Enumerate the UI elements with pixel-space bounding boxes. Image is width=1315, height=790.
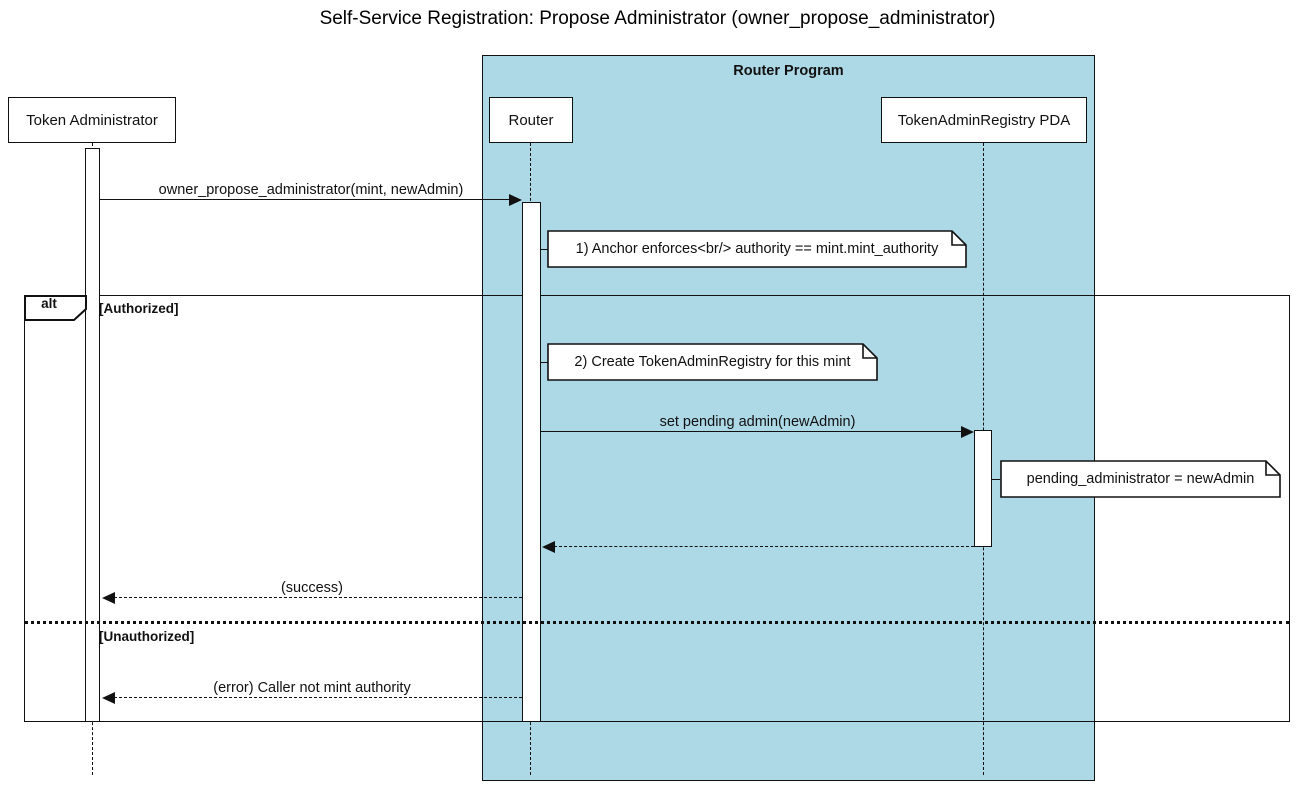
guard-authorized: [Authorized]: [99, 301, 179, 316]
guard-unauthorized: [Unauthorized]: [99, 629, 195, 644]
participant-router-label: Router: [508, 111, 554, 129]
participant-token-administrator-label: Token Administrator: [26, 111, 158, 129]
note-create-registry: 2) Create TokenAdminRegistry for this mi…: [547, 343, 878, 381]
arrowhead-left-icon: [102, 592, 115, 604]
activation-tokenadminregistry-pda: [974, 430, 992, 547]
router-program-frame-label: Router Program: [733, 63, 844, 79]
return-error-label: (error) Caller not mint authority: [213, 680, 411, 696]
alt-divider: [24, 621, 1290, 624]
return-error-line: [114, 697, 522, 698]
arrowhead-right-icon: [509, 194, 522, 206]
arrowhead-right-icon: [961, 426, 974, 438]
alt-operator-label: alt: [41, 296, 57, 311]
participant-tokenadminregistry-pda: TokenAdminRegistry PDA: [881, 97, 1087, 143]
note3-connector: [991, 479, 1000, 480]
participant-token-administrator: Token Administrator: [8, 97, 176, 143]
activation-router: [522, 202, 541, 722]
return-success-line: [114, 597, 522, 598]
note-shape: [547, 230, 967, 268]
message-owner-propose-administrator-label: owner_propose_administrator(mint, newAdm…: [158, 182, 464, 198]
diagram-title: Self-Service Registration: Propose Admin…: [319, 8, 996, 29]
return-success-label: (success): [280, 580, 344, 596]
note-pending-administrator-text: pending_administrator = newAdmin: [1026, 471, 1255, 487]
arrowhead-left-icon: [542, 541, 555, 553]
return-unlabeled-line: [554, 546, 974, 547]
alt-frame: [24, 295, 1290, 722]
note2-connector: [540, 362, 548, 363]
participant-router: Router: [489, 97, 573, 143]
note-shape: [1000, 460, 1281, 498]
note-pending-administrator: pending_administrator = newAdmin: [1000, 460, 1281, 498]
router-program-frame: [482, 55, 1095, 781]
note-anchor-enforces-text: 1) Anchor enforces<br/> authority == min…: [575, 241, 939, 257]
note-anchor-enforces: 1) Anchor enforces<br/> authority == min…: [547, 230, 967, 268]
participant-tokenadminregistry-pda-label: TokenAdminRegistry PDA: [897, 111, 1071, 129]
message-set-pending-admin-label: set pending admin(newAdmin): [659, 414, 856, 430]
note-shape: [547, 343, 878, 381]
message-set-pending-admin-line: [541, 431, 963, 432]
message-owner-propose-administrator-line: [100, 199, 511, 200]
alt-operator-tab: alt: [24, 295, 87, 321]
alt-tab-shape: [24, 295, 87, 321]
activation-token-administrator: [85, 148, 100, 722]
note-create-registry-text: 2) Create TokenAdminRegistry for this mi…: [574, 354, 851, 370]
arrowhead-left-icon: [102, 692, 115, 704]
note1-connector: [540, 249, 548, 250]
